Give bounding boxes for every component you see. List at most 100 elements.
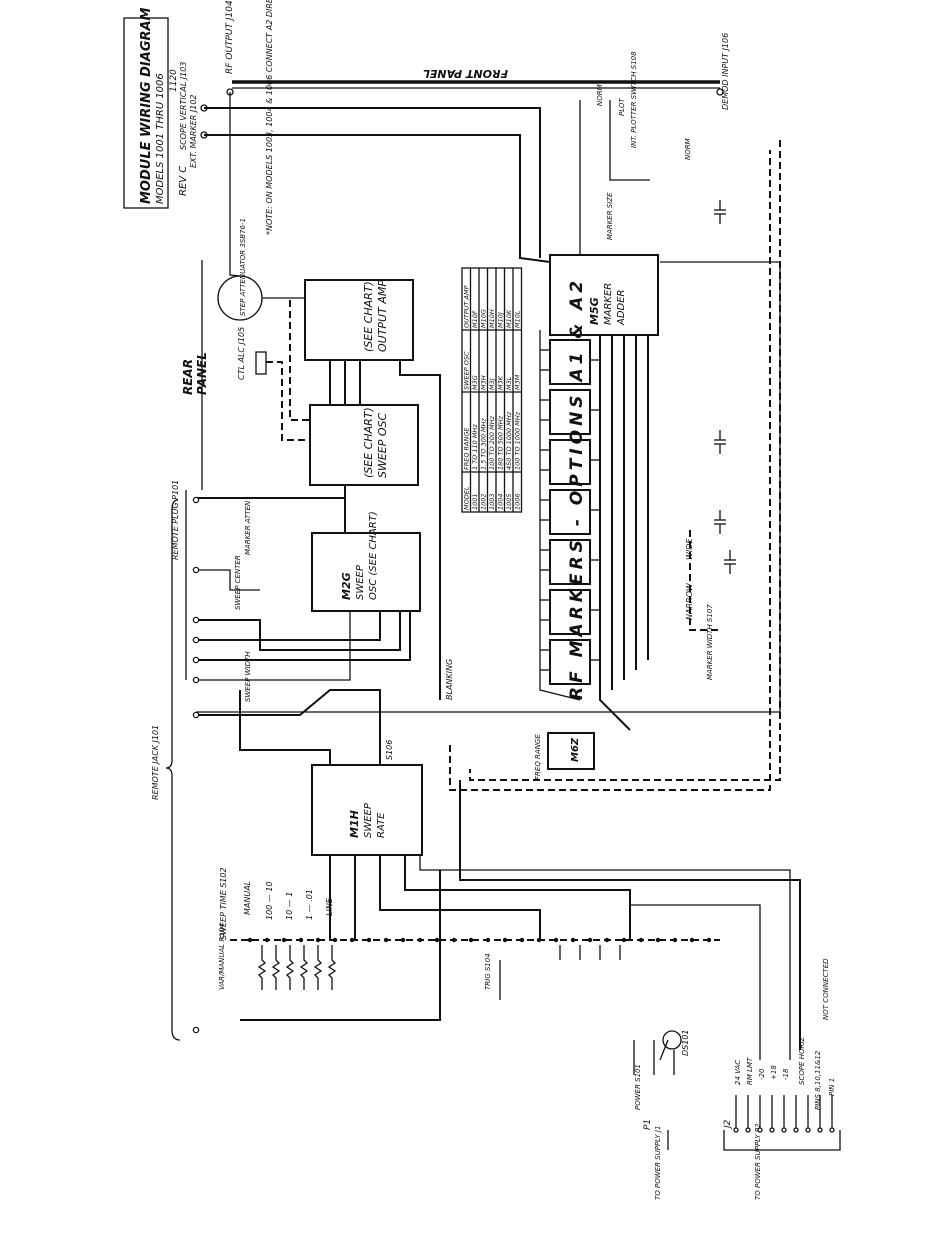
ds101-lamp xyxy=(662,1030,682,1050)
p1-label: P1 xyxy=(643,1119,653,1130)
revision-label: REV C xyxy=(178,166,189,196)
wire-m1h-top xyxy=(196,689,381,765)
rf-marker-box xyxy=(549,439,591,485)
m1h-sweep: SWEEP xyxy=(363,802,374,838)
chart-table-cell: M10L xyxy=(514,310,522,328)
step-attenuator-label: STEP ATTENUATOR 3SB76-1 xyxy=(239,218,247,316)
switch-contact xyxy=(485,937,491,943)
rf-marker-box xyxy=(549,489,591,535)
chart-table-cell: 450 TO 1000 MHz xyxy=(505,411,513,470)
m6z-name: M6Z xyxy=(570,737,581,762)
rf-marker-box xyxy=(549,589,591,635)
sweep-time-switch: SWEEP TIME S102 MANUAL 100 — 10 10 — 1 1… xyxy=(218,867,720,990)
marker-width-label: MARKER WIDTH S107 xyxy=(706,604,714,680)
resistor xyxy=(327,945,337,990)
remote-jack-brace xyxy=(165,499,181,1041)
wire-r112 xyxy=(630,904,761,1060)
resistor-bank xyxy=(257,945,621,990)
m5g-adder: ADDER xyxy=(616,289,627,326)
switch-contact xyxy=(570,937,576,943)
v18p-label: +18 xyxy=(770,1065,778,1080)
chart-table-header: SWEEP OSC xyxy=(463,351,471,390)
blanking-group: BLANKING xyxy=(445,659,454,700)
s106-group: S106 xyxy=(385,740,394,760)
wire-rf-output xyxy=(229,92,241,277)
plotter-wire-2 xyxy=(609,100,650,181)
diagram-models: MODELS 1001 THRU 1006 xyxy=(155,73,166,204)
j2-pin xyxy=(793,1127,799,1133)
chart-table-cell: 1004 xyxy=(497,493,505,510)
line-label: LINE xyxy=(325,897,334,916)
chart-table-cell: 1002 xyxy=(480,493,488,510)
switch-contact xyxy=(247,937,253,943)
m1h-name: M1H xyxy=(348,810,361,838)
wide-label: WIDE xyxy=(685,538,694,560)
m5g-marker: MARKER xyxy=(603,283,614,325)
chart-table-cell: 1001 xyxy=(471,493,479,510)
norm-label: NORM xyxy=(596,84,604,106)
rf-marker-box xyxy=(549,539,591,585)
jack-pin xyxy=(192,636,200,644)
wire-alc xyxy=(266,361,310,441)
marker-size-label: MARKER SIZE xyxy=(606,192,614,240)
chart-table-header: MODEL xyxy=(463,486,471,510)
m1h-rate: RATE xyxy=(376,812,387,838)
ctl-alc-jack: CTL ALC J105 xyxy=(237,327,267,380)
marker-atten-group: MARKER ATTEN xyxy=(244,500,252,555)
wiring xyxy=(185,92,801,1061)
chart-table-frame xyxy=(461,267,523,513)
m1h-module: M1H SWEEP RATE xyxy=(311,764,423,856)
wire-scope-vertical xyxy=(204,107,541,258)
m2g-box xyxy=(311,532,421,612)
chart-table-cell: 180 TO 500 MHz xyxy=(497,415,505,470)
switch-contact xyxy=(298,937,304,943)
resistor xyxy=(271,945,281,990)
chart-table-cell: 100 TO 1000 MHz xyxy=(514,411,522,470)
blanking-label: BLANKING xyxy=(445,659,454,700)
m2g-sweep: SWEEP xyxy=(355,564,366,600)
j2-bracket xyxy=(723,1130,841,1151)
scope-vertical-label: SCOPE VERTICAL J103 xyxy=(179,62,188,150)
chart-table-cell: M3M xyxy=(514,374,522,390)
title-block: MODULE WIRING DIAGRAM MODELS 1001 THRU 1… xyxy=(123,7,189,209)
output-amp-module: (SEE CHART) OUTPUT AMP xyxy=(304,279,414,361)
switch-contact xyxy=(672,937,678,943)
note-text: *NOTE: ON MODELS 1003, 1004 & 1006 CONNE… xyxy=(265,0,274,235)
m6z-module: M6Z xyxy=(547,732,595,770)
rf-markers-title-group: RF MARKERS - OPTIONS A1 & A2 xyxy=(567,277,587,700)
range-100-10-label: 100 — 10 xyxy=(265,881,274,920)
manual-label: MANUAL xyxy=(243,881,252,915)
jack-pin xyxy=(192,656,200,664)
chart-table-cell: 100 TO 200 MHz xyxy=(488,415,496,470)
j2-pin xyxy=(757,1127,763,1133)
m5g-module: M5G MARKER ADDER xyxy=(549,254,659,336)
switch-contact xyxy=(400,937,406,943)
switch-contact xyxy=(383,937,389,943)
wire-m2g-6 xyxy=(196,611,381,641)
wire-m2g-8 xyxy=(196,611,351,681)
chart-table-cell: 1.5 TO 300 MHz xyxy=(480,417,488,470)
wire-blanking-up xyxy=(370,359,441,700)
wire-sweep-width xyxy=(196,569,260,591)
switch-contact xyxy=(366,937,372,943)
switch-contact xyxy=(706,937,712,943)
wire-marker-dashed-2 xyxy=(449,150,771,791)
switch-contact xyxy=(315,937,321,943)
sweep-osc-name: SWEEP OSC xyxy=(376,412,389,478)
wire-ext-marker xyxy=(204,134,551,263)
m5g-name: M5G xyxy=(588,297,601,325)
var-manual-label: VAR/MANUAL R104 xyxy=(218,923,226,990)
switch-contact xyxy=(655,937,661,943)
resistor xyxy=(257,945,267,990)
freq-range-group: FREQ RANGE xyxy=(534,734,542,780)
plot-label: PLOT xyxy=(618,98,626,116)
output-amp-chart: (SEE CHART) xyxy=(362,281,375,352)
sweep-time-contacts xyxy=(247,937,712,943)
wire-alc-dash xyxy=(289,300,310,421)
jack-pin xyxy=(192,1026,200,1034)
trig-label: TRIG S104 xyxy=(484,953,492,990)
range-10-1-label: 10 — 1 xyxy=(285,892,294,920)
wire-power-bus xyxy=(240,870,441,1021)
m2g-name: M2G xyxy=(340,572,353,600)
m1h-box xyxy=(311,764,423,856)
